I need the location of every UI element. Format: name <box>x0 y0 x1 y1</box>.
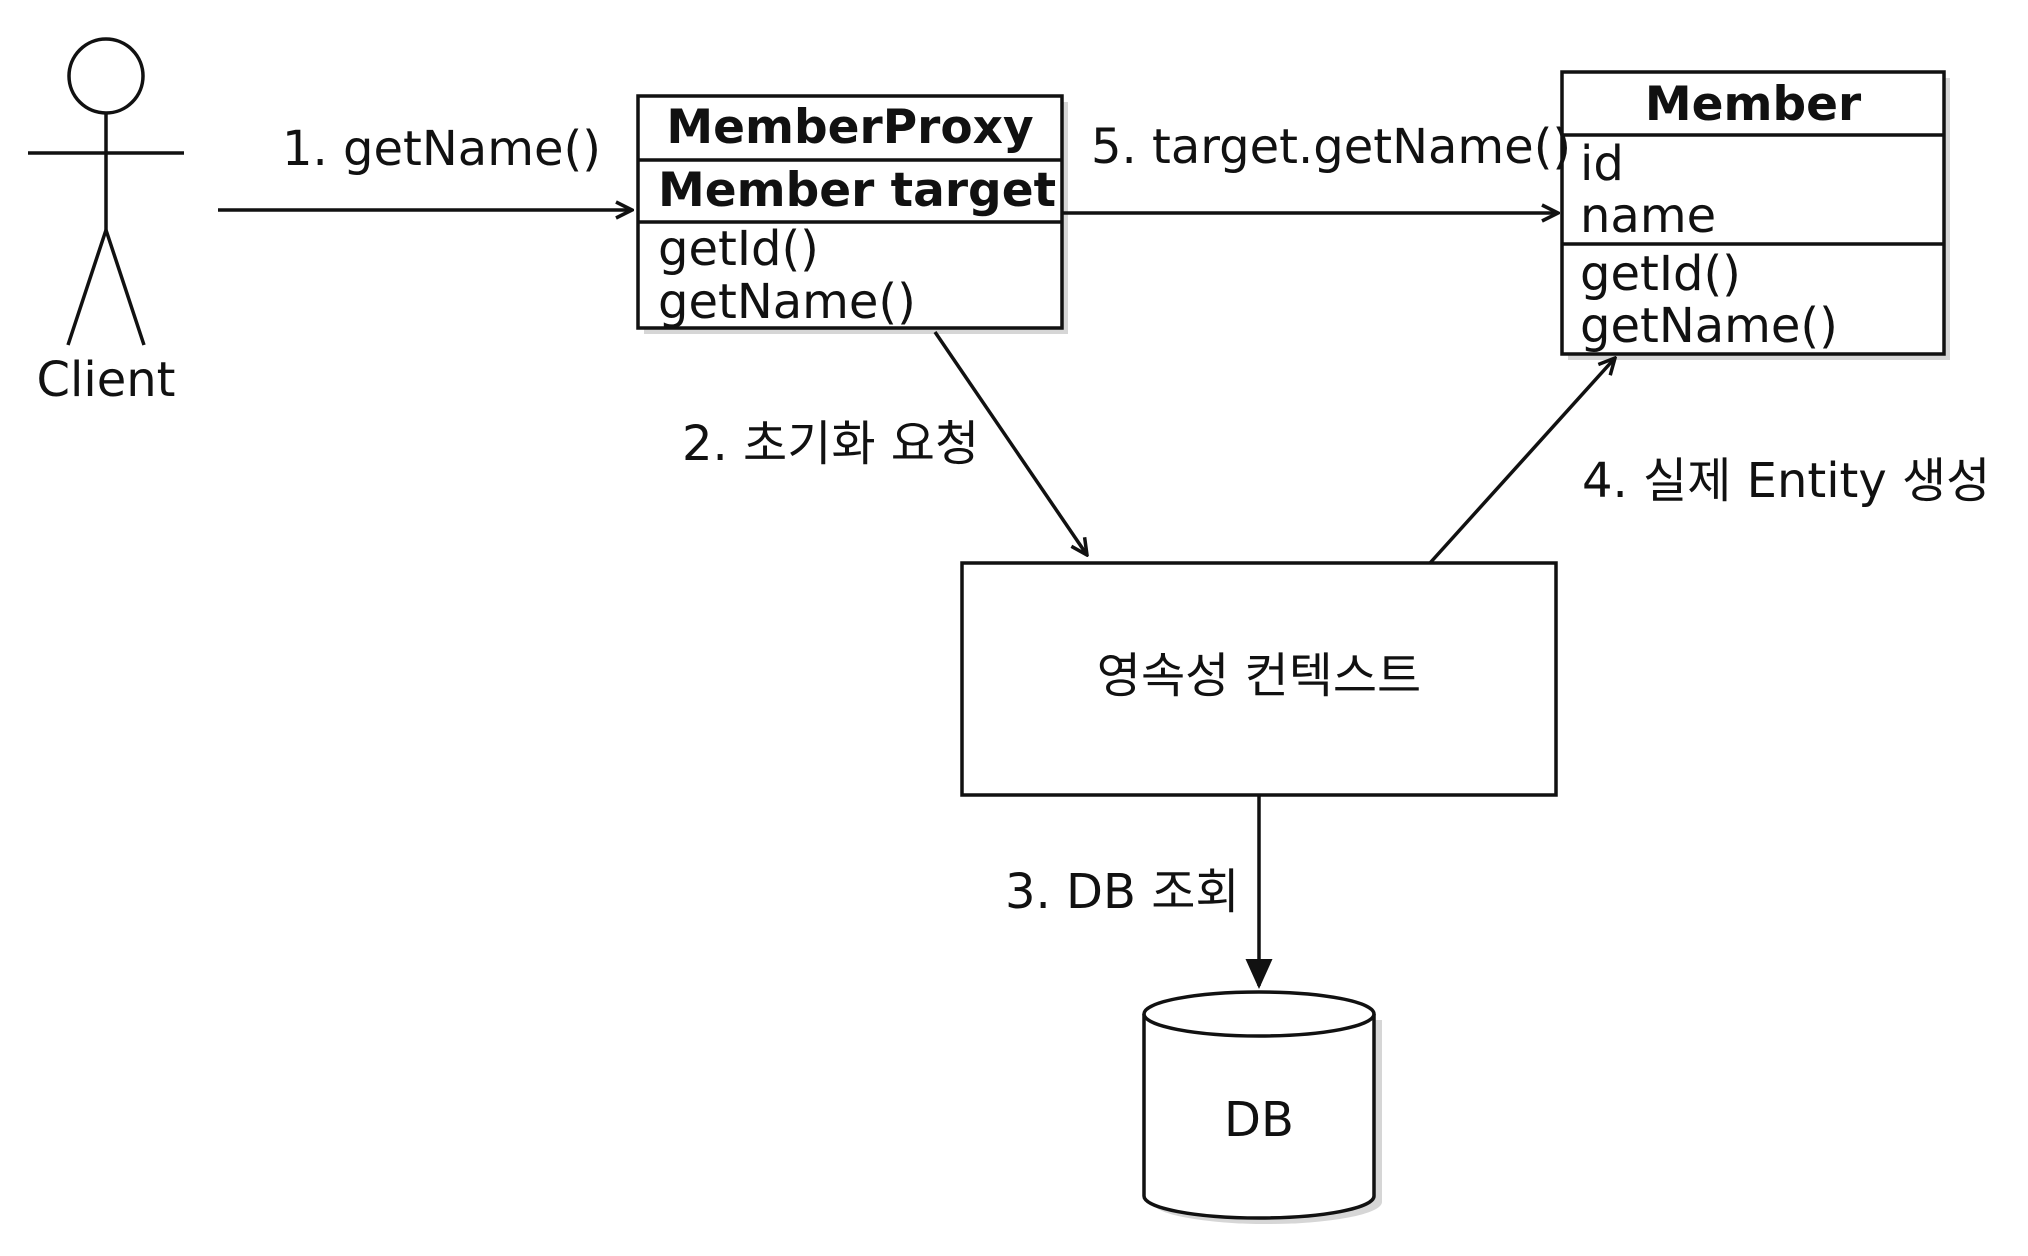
member-proxy-class: MemberProxy Member target getId() getNam… <box>636 94 1068 334</box>
arrow-step2 <box>933 331 1087 555</box>
member-proxy-box <box>636 94 1064 330</box>
persistence-context-box <box>960 561 1558 797</box>
step5-label: 5. target.getName() <box>1091 119 1571 175</box>
step3-label: 3. DB 조회 <box>1005 864 1240 920</box>
member-method-getid: getId() <box>1580 246 1741 302</box>
member-proxy-method-getname: getName() <box>658 274 916 330</box>
step2-label: 2. 초기화 요청 <box>682 416 979 472</box>
database-label: DB <box>1224 1092 1294 1148</box>
step4-label: 4. 실제 Entity 생성 <box>1582 453 1990 509</box>
member-class: Member id name getId() getName() <box>1560 70 1950 360</box>
database-body <box>1142 1014 1376 1220</box>
client-actor: Client <box>28 37 184 408</box>
arrow-step4 <box>1428 358 1615 565</box>
database: DB <box>1142 990 1382 1224</box>
actor-label: Client <box>37 352 176 408</box>
database-top <box>1142 990 1376 1038</box>
member-proxy-field: Member target <box>658 163 1056 218</box>
actor-left-leg <box>66 229 108 346</box>
member-proxy-method-getid: getId() <box>658 221 819 277</box>
actor-head <box>67 37 145 115</box>
step1-label: 1. getName() <box>282 121 601 177</box>
member-title: Member <box>1645 77 1862 132</box>
persistence-context: 영속성 컨텍스트 <box>960 561 1558 797</box>
actor-right-leg <box>104 229 146 346</box>
member-box <box>1560 70 1946 356</box>
member-proxy-title: MemberProxy <box>666 100 1033 155</box>
member-field-name: name <box>1580 188 1716 244</box>
member-method-getname: getName() <box>1580 298 1838 354</box>
member-field-id: id <box>1580 136 1624 192</box>
persistence-context-label: 영속성 컨텍스트 <box>1097 648 1421 704</box>
